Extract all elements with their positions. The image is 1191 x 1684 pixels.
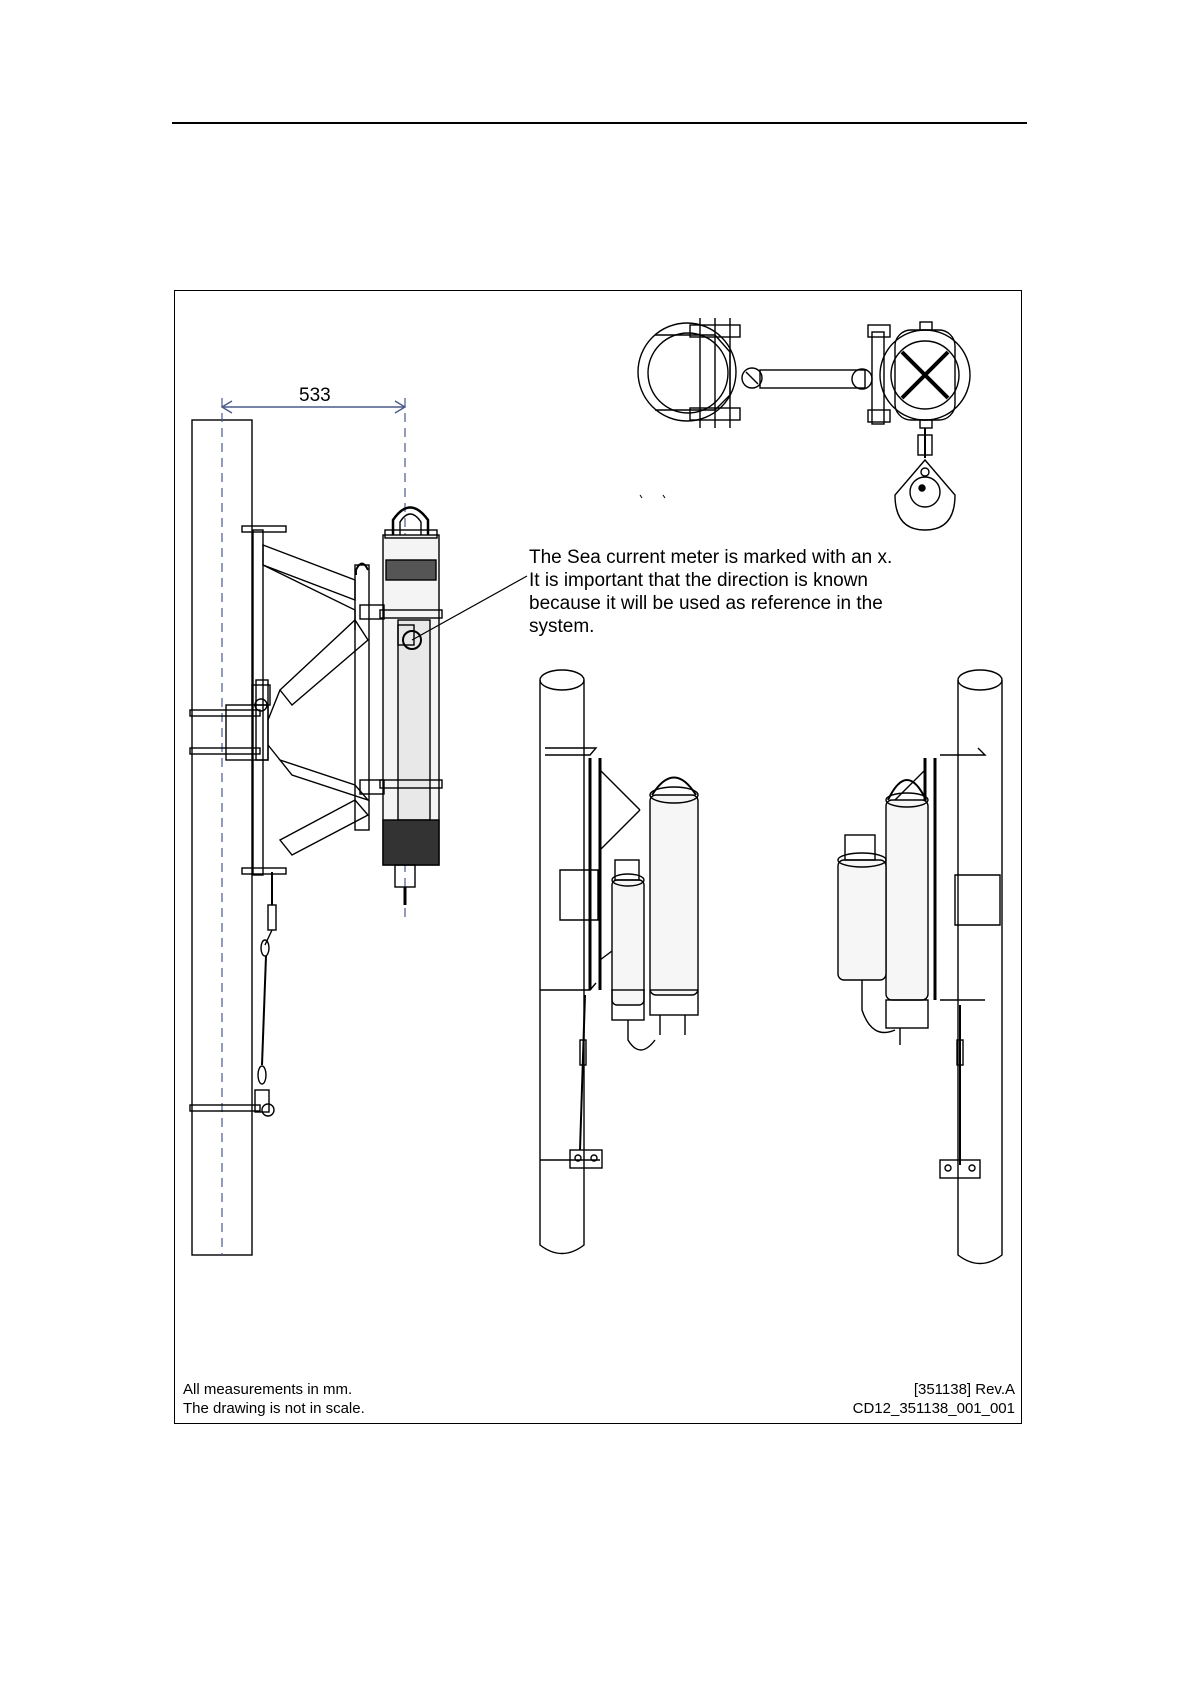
footer-ref: CD12_351138_001_001 <box>853 1399 1015 1418</box>
current-meter <box>380 508 442 906</box>
footer-note: The drawing is not in scale. <box>183 1399 365 1418</box>
callout-text: The Sea current meter is marked with an … <box>529 546 939 638</box>
isometric-view-left <box>540 670 698 1254</box>
footer-ref: [351138] Rev.A <box>853 1380 1015 1399</box>
footer-reference: [351138] Rev.A CD12_351138_001_001 <box>853 1380 1015 1418</box>
top-view <box>638 318 970 530</box>
stay-wire <box>255 872 276 1116</box>
callout-line: because it will be used as reference in … <box>529 592 939 615</box>
callout-line: It is important that the direction is kn… <box>529 569 939 592</box>
footer-note: All measurements in mm. <box>183 1380 365 1399</box>
lower-clamp <box>242 868 286 874</box>
callout-line: The Sea current meter is marked with an … <box>529 546 939 569</box>
callout-line: system. <box>529 615 939 638</box>
footer-notes: All measurements in mm. The drawing is n… <box>183 1380 365 1418</box>
upper-clamp <box>242 526 286 532</box>
isometric-view-right <box>838 670 1002 1264</box>
clamp-box <box>226 705 268 760</box>
dimension-label: 533 <box>299 385 331 407</box>
bracket-plate <box>253 530 263 875</box>
side-view <box>190 398 527 1255</box>
